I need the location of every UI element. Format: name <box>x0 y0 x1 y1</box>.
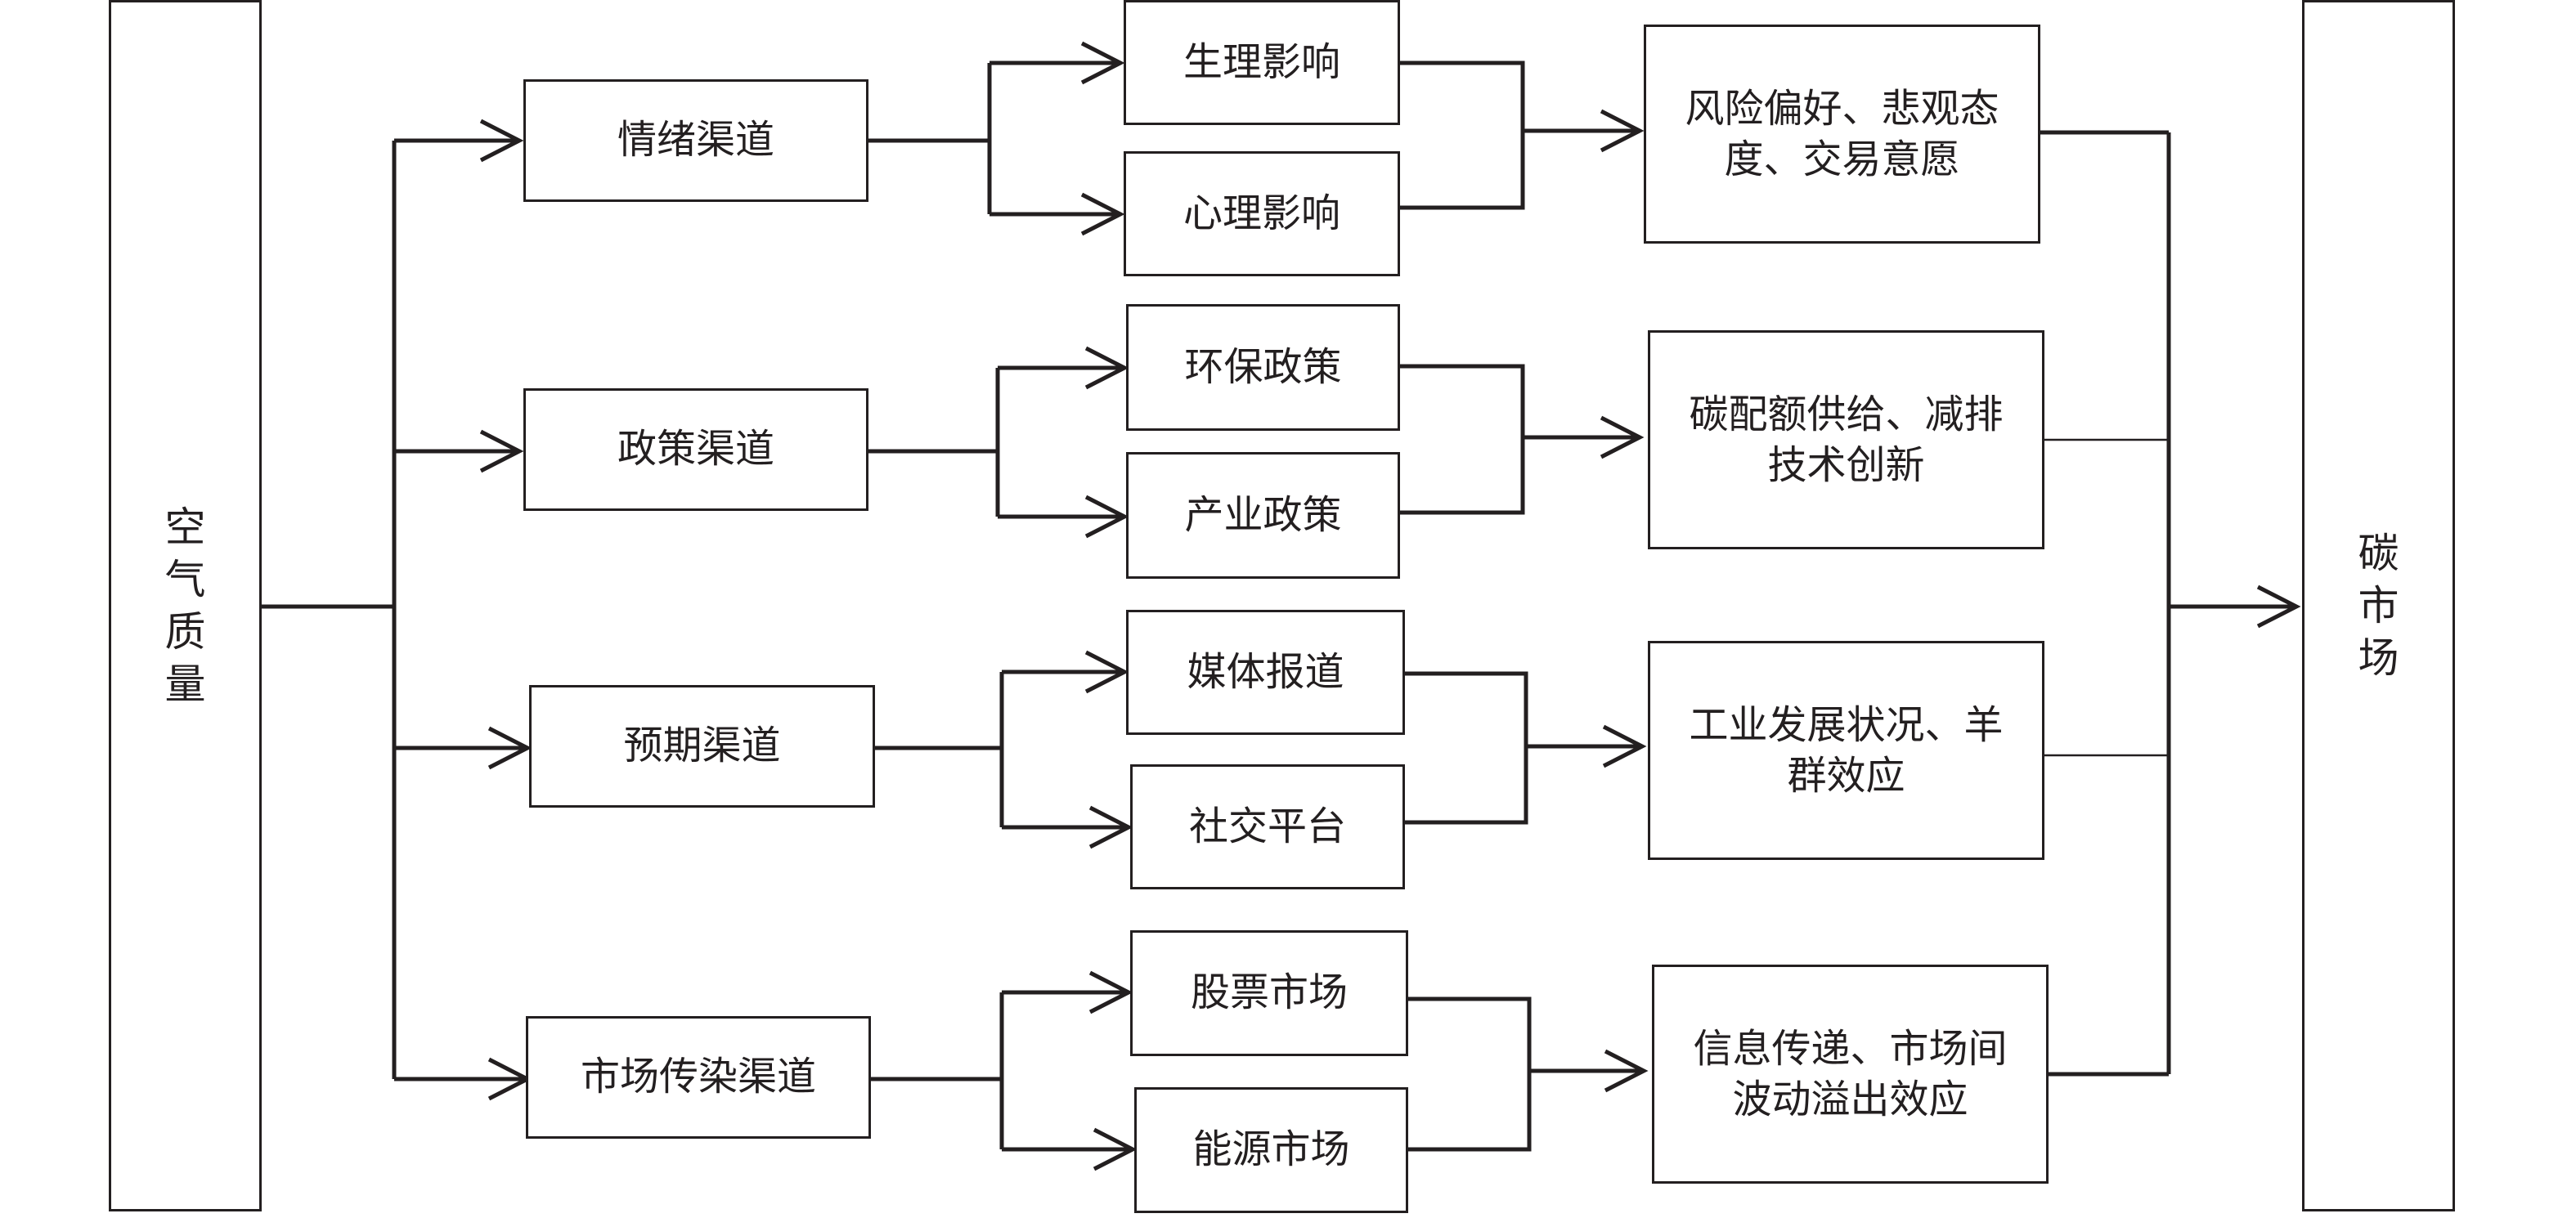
channel-2-connector <box>868 346 1645 539</box>
channel-label: 市场传染渠道 <box>580 1054 816 1100</box>
effect-node: 信息传递、市场间波动溢出效应 <box>1652 965 2049 1184</box>
factor-node: 心理影响 <box>1124 151 1400 276</box>
factor-node: 环保政策 <box>1126 304 1400 431</box>
effect-node: 风险偏好、悲观态度、交易意愿 <box>1644 25 2040 244</box>
channel-label: 预期渠道 <box>623 723 781 769</box>
factor-node: 股票市场 <box>1130 930 1408 1056</box>
factor-label: 媒体报道 <box>1187 648 1344 695</box>
target-node: 碳市场 <box>2302 0 2455 1211</box>
effect-node: 碳配额供给、减排技术创新 <box>1648 330 2044 549</box>
factor-label: 产业政策 <box>1184 491 1342 538</box>
target-label: 碳市场 <box>2358 530 2399 682</box>
channel-3-connector <box>875 650 1647 849</box>
effect-label: 信息传递、市场间波动溢出效应 <box>1693 1026 2008 1122</box>
channel-node-expectation: 预期渠道 <box>529 685 875 808</box>
factor-label: 股票市场 <box>1190 969 1348 1016</box>
source-label: 空气质量 <box>164 504 206 708</box>
factor-label: 社交平台 <box>1188 803 1346 849</box>
source-node: 空气质量 <box>109 0 262 1211</box>
channel-node-policy: 政策渠道 <box>523 388 868 511</box>
factor-node: 能源市场 <box>1134 1087 1408 1213</box>
channel-label: 情绪渠道 <box>617 117 774 163</box>
effect-node: 工业发展状况、羊群效应 <box>1648 641 2044 860</box>
factor-label: 能源市场 <box>1192 1126 1350 1173</box>
channel-4-connector <box>871 970 1649 1171</box>
effect-label: 碳配额供给、减排技术创新 <box>1689 392 2004 488</box>
factor-label: 生理影响 <box>1183 38 1340 85</box>
effects-to-target-connector <box>2040 130 2301 1077</box>
factor-node: 媒体报道 <box>1126 610 1405 735</box>
channel-1-connector <box>868 41 1645 236</box>
channel-node-emotion: 情绪渠道 <box>523 79 868 202</box>
factor-node: 产业政策 <box>1126 452 1400 579</box>
channel-label: 政策渠道 <box>617 426 774 472</box>
effect-label: 风险偏好、悲观态度、交易意愿 <box>1685 86 1999 182</box>
factor-label: 环保政策 <box>1184 343 1342 390</box>
factor-node: 社交平台 <box>1130 764 1405 889</box>
effect-label: 工业发展状况、羊群效应 <box>1689 702 2004 799</box>
factor-label: 心理影响 <box>1183 190 1340 236</box>
channel-node-market-contagion: 市场传染渠道 <box>526 1016 871 1139</box>
source-trunk-connector <box>262 119 532 1101</box>
factor-node: 生理影响 <box>1124 0 1400 125</box>
